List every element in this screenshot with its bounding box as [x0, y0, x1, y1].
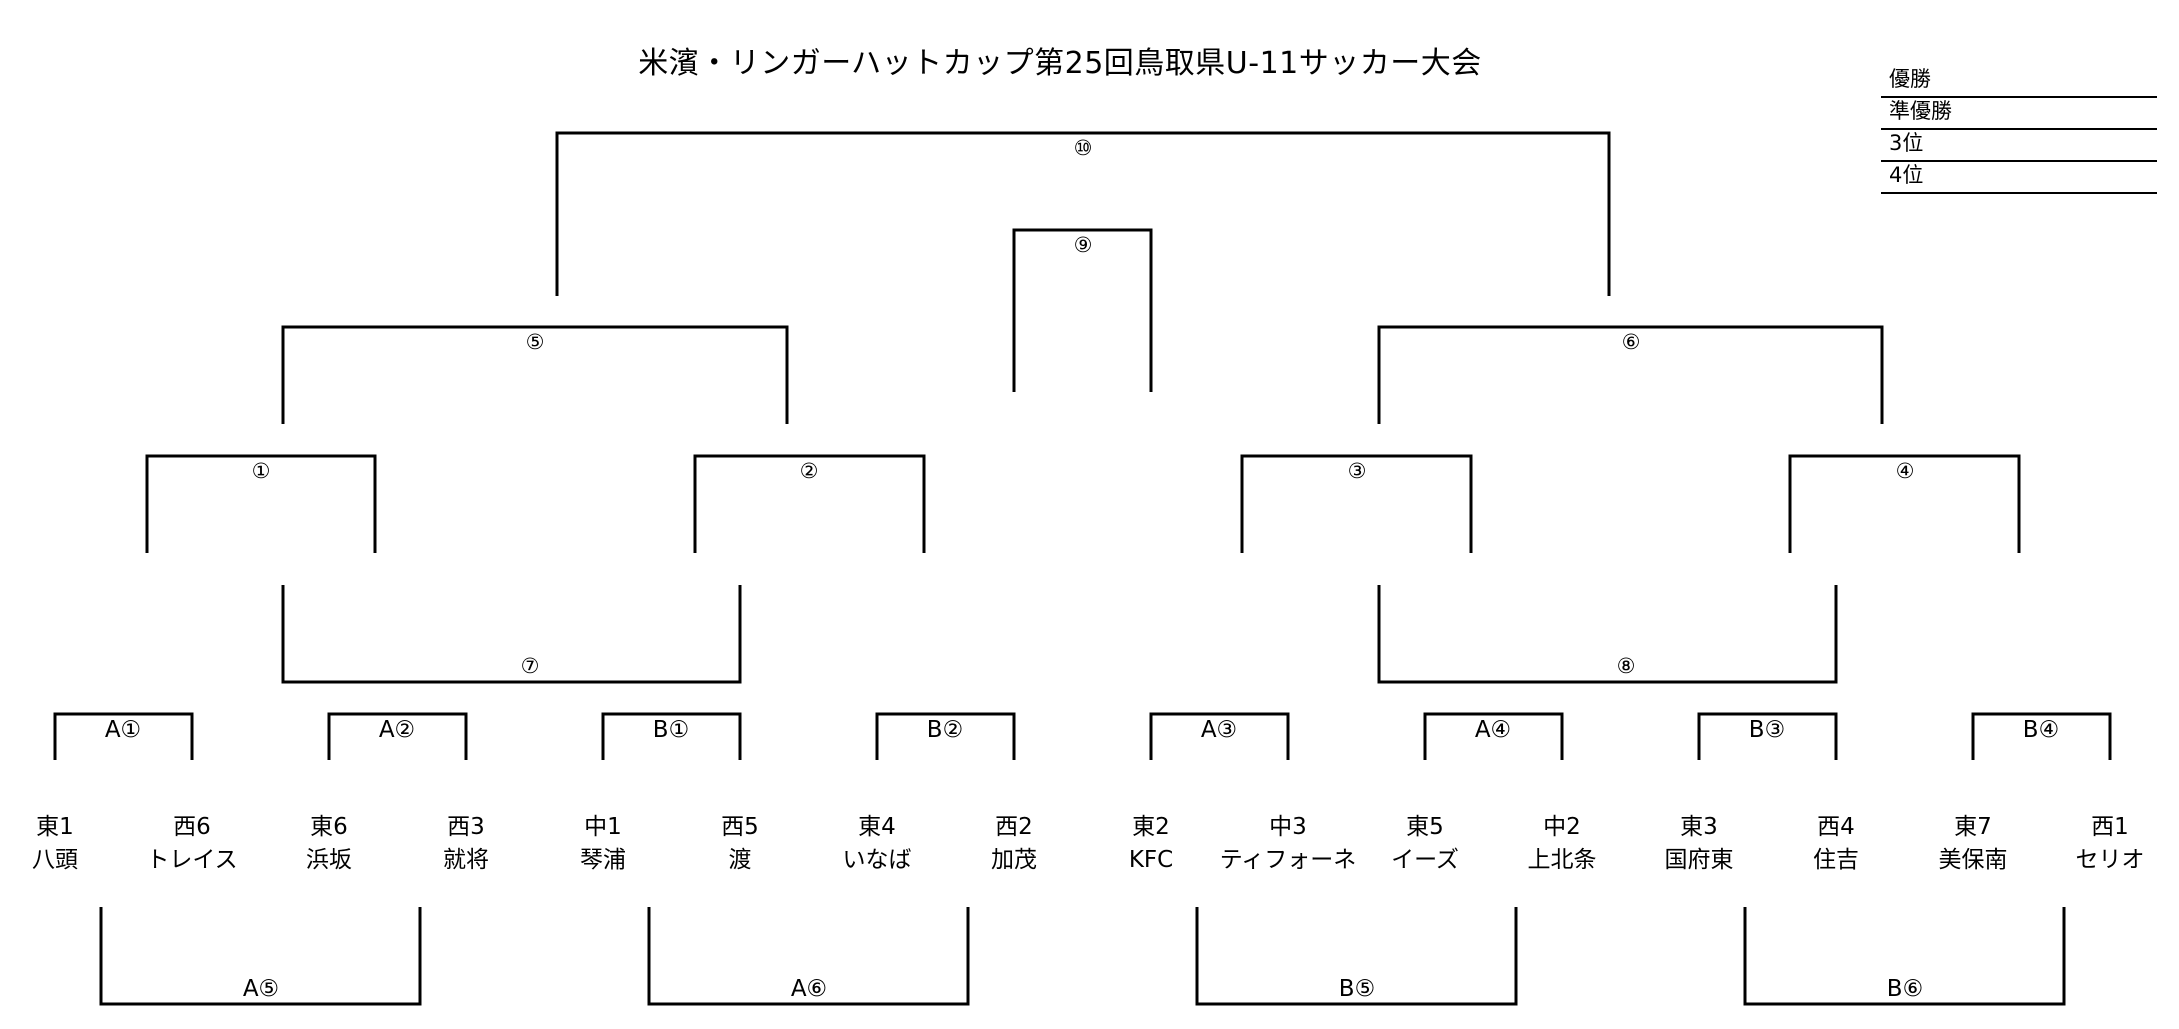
- bracket-line-third-place: [1012, 228, 1153, 392]
- bracket-line-cons-8: [1377, 585, 1838, 684]
- team-name: 加茂: [991, 847, 1037, 873]
- team-name: 渡: [728, 847, 752, 873]
- group-label-a4: A④: [1474, 717, 1512, 743]
- team-code: 東2: [1132, 814, 1170, 840]
- team-name: ティフォーネ: [1219, 847, 1357, 873]
- team-code: 東3: [1680, 814, 1718, 840]
- class-label-b5: B⑤: [1338, 976, 1376, 1002]
- bracket-line-group-b1: [601, 712, 742, 760]
- rank-row-third: 3位: [1881, 130, 2157, 162]
- team-code: 西2: [995, 814, 1033, 840]
- team-name: 八頭: [32, 847, 78, 873]
- team-code: 東4: [858, 814, 896, 840]
- bracket-line-group-a3: [1149, 712, 1290, 760]
- team-name: イーズ: [1391, 847, 1459, 873]
- team-code: 西6: [173, 814, 211, 840]
- bracket-line-group-a4: [1423, 712, 1564, 760]
- match-label-semi-6: ⑥: [1621, 330, 1641, 354]
- class-label-a6: A⑥: [790, 976, 828, 1002]
- match-label-third-place: ⑨: [1073, 233, 1093, 257]
- team-name: KFC: [1128, 847, 1174, 873]
- team-code: 西1: [2091, 814, 2129, 840]
- rank-label: 優勝: [1889, 67, 1931, 91]
- bracket-line-qf-2: [693, 454, 926, 553]
- rank-label: 4位: [1889, 163, 1924, 187]
- bracket-line-group-a1: [53, 712, 194, 760]
- group-label-a1: A①: [104, 717, 142, 743]
- team-name: 浜坂: [306, 847, 352, 873]
- class-label-a5: A⑤: [242, 976, 280, 1002]
- match-label-qf-4: ④: [1895, 459, 1915, 483]
- group-label-b2: B②: [926, 717, 964, 743]
- bracket-line-group-b2: [875, 712, 1016, 760]
- team-name: 就将: [443, 847, 489, 873]
- bracket-line-cons-7: [281, 585, 742, 684]
- rank-label: 準優勝: [1889, 99, 1952, 123]
- match-label-qf-1: ①: [251, 459, 271, 483]
- team-code: 中1: [584, 814, 622, 840]
- class-label-b6: B⑥: [1886, 976, 1924, 1002]
- rank-row-champion: 優勝: [1881, 66, 2157, 98]
- match-label-semi-5: ⑤: [525, 330, 545, 354]
- rank-label: 3位: [1889, 131, 1924, 155]
- rank-row-runner-up: 準優勝: [1881, 98, 2157, 130]
- team-code: 東6: [310, 814, 348, 840]
- team-code: 西3: [447, 814, 485, 840]
- team-code: 東7: [1954, 814, 1992, 840]
- group-label-a2: A②: [378, 717, 416, 743]
- match-label-cons-8: ⑧: [1616, 654, 1636, 678]
- group-label-b4: B④: [2022, 717, 2060, 743]
- team-code: 東5: [1406, 814, 1444, 840]
- group-label-a3: A③: [1200, 717, 1238, 743]
- bracket-line-class-a6: [647, 907, 970, 1006]
- team-name: 上北条: [1527, 847, 1597, 873]
- bracket-line-class-a5: [99, 907, 422, 1006]
- team-name: 国府東: [1664, 847, 1734, 873]
- bracket-line-qf-1: [145, 454, 377, 553]
- match-label-qf-2: ②: [799, 459, 819, 483]
- bracket-line-qf-4: [1788, 454, 2021, 553]
- bracket-line-group-a2: [327, 712, 468, 760]
- bracket-line-group-b3: [1697, 712, 1838, 760]
- match-label-cons-7: ⑦: [520, 654, 540, 678]
- bracket-line-group-b4: [1971, 712, 2112, 760]
- ranking-table: 優勝 準優勝 3位 4位: [1881, 66, 2157, 194]
- team-name: トレイス: [146, 847, 238, 873]
- page-title: 米濱・リンガーハットカップ第25回鳥取県U-11サッカー大会: [638, 46, 1482, 81]
- bracket-line-class-b6: [1743, 907, 2066, 1006]
- team-name: 美保南: [1938, 847, 2008, 873]
- match-label-qf-3: ③: [1347, 459, 1367, 483]
- team-name: いなば: [842, 847, 912, 873]
- team-name: セリオ: [2075, 847, 2145, 873]
- bracket-line-qf-3: [1240, 454, 1473, 553]
- bracket-line-semi-6: [1377, 325, 1884, 424]
- team-name: 琴浦: [580, 847, 626, 873]
- bracket-line-semi-5: [281, 325, 789, 424]
- team-code: 東1: [36, 814, 74, 840]
- team-code: 中2: [1543, 814, 1581, 840]
- group-label-b1: B①: [652, 717, 690, 743]
- group-label-b3: B③: [1748, 717, 1786, 743]
- team-code: 西5: [721, 814, 759, 840]
- team-name: 住吉: [1813, 847, 1859, 873]
- bracket-line-class-b5: [1195, 907, 1518, 1006]
- team-code: 西4: [1817, 814, 1855, 840]
- bracket-line-final: [555, 131, 1611, 296]
- rank-row-fourth: 4位: [1881, 162, 2157, 194]
- match-label-final: ⑩: [1073, 136, 1093, 160]
- team-code: 中3: [1269, 814, 1307, 840]
